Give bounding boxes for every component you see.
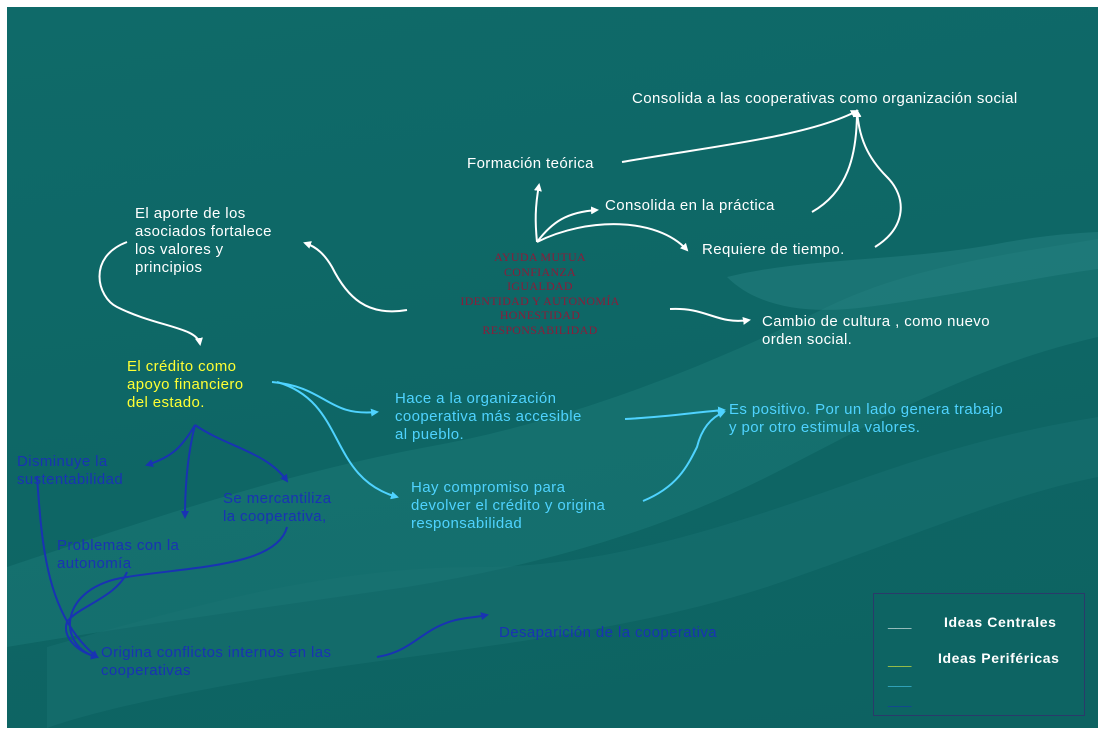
value-item: RESPONSABILIDAD — [482, 322, 598, 337]
node-desaparicion: Desaparición de la cooperativa — [499, 624, 717, 641]
arrow-values-to-tiempo — [536, 223, 689, 252]
arrow-credito-to-compromiso — [276, 381, 399, 500]
node-disminuye-sustentabilidad: Disminuye la sustentabilidad — [17, 453, 124, 488]
central-values-list: AYUDA MUTUA CONFIANZA IGUALDAD IDENTIDAD… — [415, 250, 665, 337]
value-item: CONFIANZA — [503, 264, 577, 279]
legend-swatch-yellow: ___ — [888, 652, 912, 668]
node-es-positivo: Es positivo. Por un lado genera trabajo … — [729, 401, 1004, 436]
arrow-values-to-practica — [536, 206, 599, 243]
background-hand-watermark — [7, 232, 1098, 728]
arrow-tiempo-to-consolida — [853, 109, 902, 248]
arrow-values-to-aporte — [303, 241, 408, 313]
legend-box: ___ Ideas Centrales ___ Ideas Periférica… — [873, 593, 1085, 716]
node-formacion-teorica: Formación teórica — [467, 155, 594, 172]
arrow-values-to-formacion — [533, 183, 542, 243]
slide-background: Consolida a las cooperativas como organi… — [7, 7, 1098, 728]
value-item: AYUDA MUTUA — [494, 250, 586, 264]
arrow-credito-to-disminuye — [145, 424, 196, 467]
arrow-formacion-to-consolida — [621, 110, 859, 163]
arrow-mercantiliza-to-conflictos — [68, 526, 288, 660]
value-item: IGUALDAD — [507, 279, 573, 293]
legend-label-perifericas: Ideas Periféricas — [938, 650, 1060, 666]
node-consolida-organizacion-social: Consolida a las cooperativas como organi… — [632, 90, 1018, 107]
arrow-credito-to-problemas — [181, 424, 196, 519]
arrow-credito-to-accesible — [271, 381, 379, 417]
node-requiere-tiempo: Requiere de tiempo. — [702, 241, 845, 258]
arrow-accesible-to-positivo — [624, 406, 726, 420]
arrow-practica-to-consolida — [811, 109, 861, 213]
arrow-disminuye-to-conflictos — [36, 476, 99, 659]
legend-label-centrales: Ideas Centrales — [944, 614, 1057, 630]
value-item: IDENTIDAD Y AUTONOMÍA — [460, 293, 620, 308]
arrow-problemas-to-conflictos — [65, 571, 128, 660]
node-hay-compromiso: Hay compromiso para devolver el crédito … — [411, 479, 606, 532]
arrow-compromiso-to-positivo — [642, 410, 726, 502]
value-item: HONESTIDAD — [499, 308, 581, 322]
node-aporte-asociados: El aporte de los asociados fortalece los… — [135, 205, 272, 276]
node-credito-apoyo: El crédito como apoyo financiero del est… — [127, 358, 244, 411]
legend-swatch-white: ___ — [888, 614, 912, 630]
node-conflictos-internos: Origina conflictos internos en las coope… — [101, 644, 332, 679]
node-hace-accesible: Hace a la organización cooperativa más a… — [395, 390, 582, 443]
node-problemas-autonomia: Problemas con la autonomía — [57, 537, 180, 572]
node-mercantiliza: Se mercantiliza la cooperativa, — [223, 490, 332, 525]
legend-swatch-navy: ___ — [888, 692, 912, 708]
node-cambio-cultura: Cambio de cultura , como nuevo orden soc… — [762, 313, 990, 348]
connector-arrows — [36, 109, 902, 660]
arrow-conflictos-to-desaparicion — [376, 612, 489, 658]
arrow-credito-to-mercantiliza — [194, 424, 289, 483]
arrow-aporte-to-credito — [98, 241, 203, 346]
node-consolida-practica: Consolida en la práctica — [605, 197, 775, 214]
legend-swatch-cyan: ___ — [888, 672, 912, 688]
arrow-values-to-cambio — [669, 307, 751, 325]
